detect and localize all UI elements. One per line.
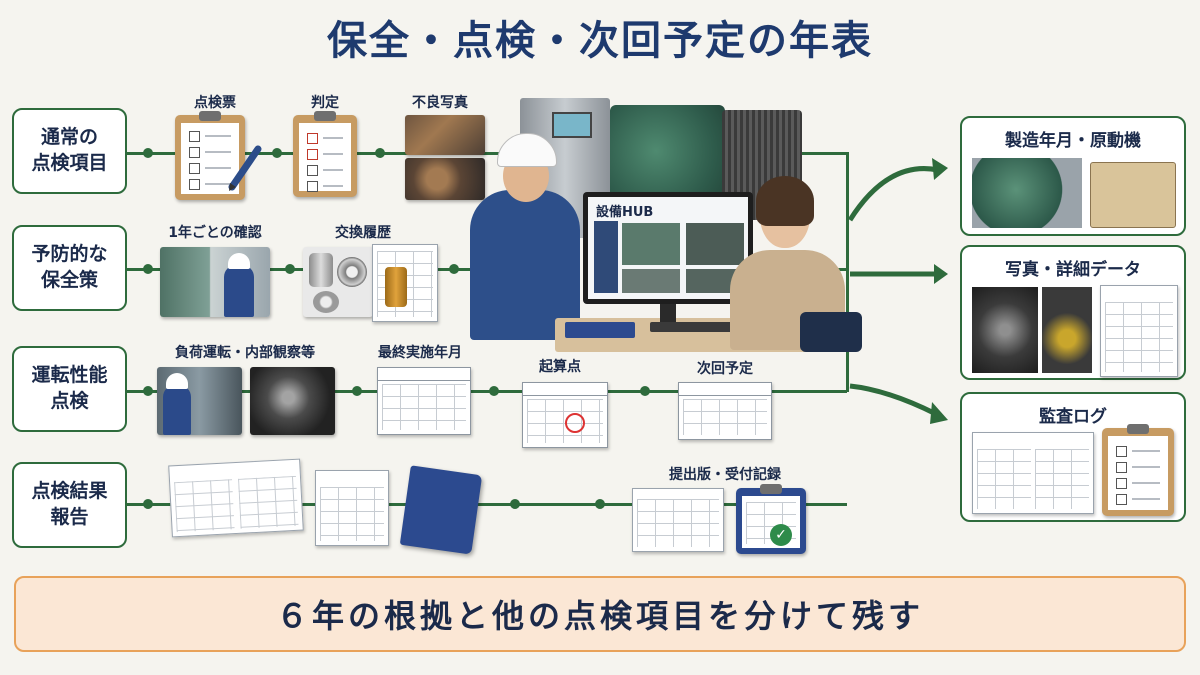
caption-next-plan: 次回予定 bbox=[697, 361, 753, 377]
binder-icon bbox=[399, 465, 483, 555]
timeline-row3 bbox=[127, 390, 847, 393]
monitor-stand bbox=[660, 304, 676, 322]
monitor-photo bbox=[622, 269, 680, 293]
monitor-screen: 設備HUB bbox=[588, 197, 748, 299]
monitor-title: 設備HUB bbox=[596, 205, 654, 220]
caption-judgement: 判定 bbox=[311, 95, 339, 111]
timeline-dot bbox=[143, 499, 153, 509]
defect-photo-part bbox=[405, 158, 485, 200]
replacement-parts-photo bbox=[303, 247, 373, 317]
binder-icon bbox=[565, 322, 635, 338]
timeline-dot bbox=[489, 386, 499, 396]
timeline-dot bbox=[272, 148, 282, 158]
caption-replacement-history: 交換履歴 bbox=[335, 225, 391, 241]
caption-start-point: 起算点 bbox=[539, 359, 581, 375]
last-date-calendar bbox=[377, 367, 471, 435]
check-badge-icon: ✓ bbox=[770, 524, 792, 546]
oil-filter-icon bbox=[385, 267, 407, 307]
gear-part-icon bbox=[313, 291, 339, 313]
internal-observation-photo bbox=[250, 367, 335, 435]
inspection-sheet-clipboard bbox=[175, 111, 245, 200]
arrow-to-photos bbox=[850, 264, 948, 284]
defect-photo-rust bbox=[405, 115, 485, 155]
timeline-row1-right bbox=[800, 152, 848, 155]
clip-icon bbox=[1127, 424, 1149, 434]
engineer-figure bbox=[470, 190, 580, 340]
report-stack bbox=[315, 470, 389, 546]
row-label-preventive: 予防的な 保全策 bbox=[12, 225, 127, 311]
row-label-performance: 運転性能 点検 bbox=[12, 346, 127, 432]
timeline-dot bbox=[143, 264, 153, 274]
timeline-dot bbox=[595, 499, 605, 509]
circle-mark-icon bbox=[565, 413, 585, 433]
timeline-dot bbox=[352, 386, 362, 396]
caption-inspection-sheet: 点検票 bbox=[194, 95, 236, 111]
audit-log-box: 監査ログ bbox=[960, 392, 1186, 522]
photos-details-box: 写真・詳細データ bbox=[960, 245, 1186, 380]
annual-check-photo bbox=[160, 247, 270, 317]
clip-icon bbox=[199, 111, 221, 121]
caption-last-date: 最終実施年月 bbox=[378, 345, 462, 361]
next-plan-calendar bbox=[678, 382, 772, 440]
monitor: 設備HUB bbox=[583, 192, 753, 304]
helmet-icon bbox=[228, 253, 250, 269]
arrow-to-manufacture bbox=[848, 158, 948, 222]
filter-part-icon bbox=[309, 253, 333, 287]
start-point-calendar bbox=[522, 382, 608, 448]
row-label-report: 点検結果 報告 bbox=[12, 462, 127, 548]
operator-hair bbox=[756, 176, 814, 226]
detail-photo bbox=[972, 287, 1038, 373]
helmet-icon bbox=[166, 373, 188, 389]
timeline-row4 bbox=[127, 503, 847, 506]
keyboard bbox=[650, 322, 740, 332]
page-title: 保全・点検・次回予定の年表 bbox=[327, 18, 873, 64]
timeline-dot bbox=[449, 264, 459, 274]
detail-photo bbox=[1042, 287, 1092, 373]
receipt-clipboard: ✓ bbox=[736, 484, 806, 554]
generator-photo bbox=[972, 158, 1082, 228]
timeline-dot bbox=[285, 264, 295, 274]
timeline-dot bbox=[640, 386, 650, 396]
audit-log-book bbox=[972, 432, 1094, 514]
monitor-sidebar bbox=[594, 221, 618, 293]
caption-submission: 提出版・受付記録 bbox=[669, 467, 781, 483]
timeline-dot bbox=[143, 386, 153, 396]
manufacture-box: 製造年月・原動機 bbox=[960, 116, 1186, 236]
audit-log-title: 監査ログ bbox=[1039, 407, 1107, 427]
worker-figure bbox=[163, 385, 191, 435]
detail-data-sheet bbox=[1100, 285, 1178, 377]
manufacture-title: 製造年月・原動機 bbox=[1005, 131, 1141, 151]
load-run-photo bbox=[157, 367, 242, 435]
photos-details-title: 写真・詳細データ bbox=[1005, 260, 1141, 280]
panel-display-icon bbox=[552, 112, 592, 138]
timeline-dot bbox=[510, 499, 520, 509]
clip-icon bbox=[760, 484, 782, 494]
timeline-connector bbox=[846, 152, 849, 392]
caption-load-run: 負荷運転・内部観察等 bbox=[175, 345, 315, 361]
row-label-routine: 通常の 点検項目 bbox=[12, 108, 127, 194]
report-open-book bbox=[168, 458, 304, 538]
replacement-history-sheet bbox=[372, 244, 438, 322]
judgement-clipboard bbox=[293, 111, 357, 197]
audit-clipboard bbox=[1102, 424, 1174, 516]
caption-annual-check: 1年ごとの確認 bbox=[168, 225, 262, 241]
summary-banner: ６年の根拠と他の点検項目を分けて残す bbox=[14, 576, 1186, 652]
nameplate-icon bbox=[1090, 162, 1176, 228]
timeline-dot bbox=[375, 148, 385, 158]
chair bbox=[800, 312, 862, 352]
timeline-dot bbox=[143, 148, 153, 158]
monitor-photo bbox=[686, 223, 744, 265]
pen-icon bbox=[228, 145, 262, 191]
clip-icon bbox=[314, 111, 336, 121]
monitor-photo bbox=[622, 223, 680, 265]
caption-defect-photo: 不良写真 bbox=[412, 95, 468, 111]
bearing-icon bbox=[337, 257, 367, 287]
arrow-to-audit bbox=[849, 383, 948, 424]
submission-form bbox=[632, 488, 724, 552]
worker-figure bbox=[224, 265, 254, 317]
